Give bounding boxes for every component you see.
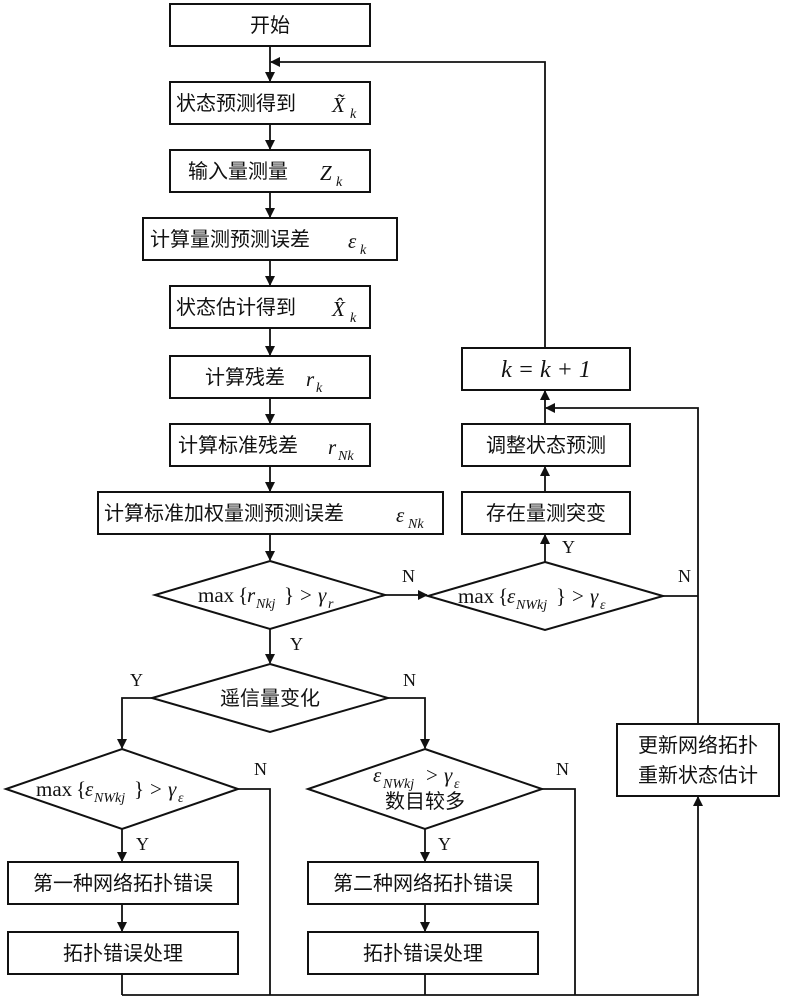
update-topology-box: 更新网络拓扑 重新状态估计 [616, 723, 780, 797]
svg-text:k = k + 1: k = k + 1 [501, 357, 591, 383]
svg-text:k: k [316, 381, 323, 396]
svg-text:计算标准残差: 计算标准残差 [178, 433, 298, 457]
start-box: 开始 [169, 3, 371, 47]
topo-handle2-box: 拓扑错误处理 [307, 931, 539, 975]
svg-text:γ: γ [318, 583, 327, 607]
label-yes-d5: Y [438, 834, 451, 854]
svg-text:max: max [198, 583, 235, 607]
svg-text:}: } [556, 584, 566, 608]
svg-text:ε: ε [454, 777, 460, 792]
svg-text:重新状态估计: 重新状态估计 [638, 763, 758, 787]
label-yes-d4: Y [136, 834, 149, 854]
svg-text:>: > [572, 584, 584, 608]
calc-pred-error-box: 计算量测预测误差 ε k [142, 217, 398, 261]
svg-text:k: k [350, 107, 357, 122]
decision-eps-count: ε NWkj > γ ε 数目较多 [304, 747, 546, 831]
state-estimate-box: 状态估计得到 X̂ k [169, 285, 371, 329]
svg-text:ε: ε [85, 777, 94, 801]
svg-text:X̂: X̂ [331, 297, 346, 321]
svg-text:{: { [76, 777, 86, 801]
label-no-d2: N [678, 566, 691, 586]
svg-text:r: r [328, 435, 337, 459]
svg-text:状态预测得到: 状态预测得到 [176, 91, 296, 115]
svg-text:Nk: Nk [407, 517, 424, 532]
adjust-predict-box: 调整状态预测 [461, 423, 631, 467]
svg-text:开始: 开始 [250, 13, 290, 37]
svg-text:ε: ε [373, 763, 382, 787]
svg-text:NWkj: NWkj [515, 598, 547, 613]
branch-labels: Y N Y N Y N N Y N Y [130, 537, 691, 854]
svg-text:ε: ε [396, 503, 405, 527]
svg-text:存在量测突变: 存在量测突变 [486, 501, 606, 525]
svg-text:>: > [150, 777, 162, 801]
decision-max-eps-left: max { ε NWkj } > γ ε [2, 747, 242, 831]
decision-remote-signal: 遥信量变化 [148, 662, 392, 734]
svg-text:}: } [284, 583, 294, 607]
svg-text:γ: γ [444, 763, 453, 787]
svg-text:NWkj: NWkj [382, 777, 414, 792]
label-yes-d2: Y [562, 537, 575, 557]
svg-text:k: k [336, 175, 343, 190]
svg-text:NWkj: NWkj [93, 791, 125, 806]
svg-text:输入量测量: 输入量测量 [188, 159, 288, 183]
svg-text:>: > [426, 763, 438, 787]
svg-text:{: { [238, 583, 248, 607]
calc-norm-residual-box: 计算标准残差 r Nk [169, 423, 371, 467]
label-no-d1: N [402, 566, 415, 586]
error-type1-box: 第一种网络拓扑错误 [7, 861, 239, 905]
svg-text:max: max [458, 584, 495, 608]
svg-text:Nkj: Nkj [255, 597, 276, 612]
meas-mutation-box: 存在量测突变 [461, 491, 631, 535]
svg-text:拓扑错误处理: 拓扑错误处理 [363, 941, 483, 965]
input-measure-box: 输入量测量 Z k [169, 149, 371, 193]
label-no-d3: N [403, 670, 416, 690]
svg-text:max: max [36, 777, 73, 801]
decision-max-r: max { r Nkj } > γ r [151, 559, 389, 631]
svg-text:X̃: X̃ [331, 93, 346, 117]
svg-text:状态估计得到: 状态估计得到 [176, 295, 296, 319]
label-no-d4: N [254, 759, 267, 779]
svg-text:Nk: Nk [337, 449, 354, 464]
label-yes-d1: Y [290, 634, 303, 654]
svg-text:r: r [247, 583, 256, 607]
svg-text:}: } [134, 777, 144, 801]
label-no-d5: N [556, 759, 569, 779]
calc-residual-box: 计算残差 r k [169, 355, 371, 399]
svg-text:Z: Z [320, 161, 332, 185]
svg-text:ε: ε [348, 229, 357, 253]
svg-text:>: > [300, 583, 312, 607]
svg-text:ε: ε [178, 791, 184, 806]
svg-text:遥信量变化: 遥信量变化 [220, 686, 320, 710]
calc-norm-weighted-box: 计算标准加权量测预测误差 ε Nk [97, 491, 444, 535]
svg-text:计算残差: 计算残差 [205, 365, 285, 389]
svg-text:拓扑错误处理: 拓扑错误处理 [63, 941, 183, 965]
error-type2-box: 第二种网络拓扑错误 [307, 861, 539, 905]
connectors [117, 46, 703, 996]
svg-text:ε: ε [507, 584, 516, 608]
label-yes-d3: Y [130, 670, 143, 690]
decision-max-eps-right: max { ε NWkj } > γ ε [424, 560, 667, 632]
svg-text:r: r [328, 597, 334, 612]
svg-text:r: r [306, 367, 315, 391]
svg-text:γ: γ [590, 584, 599, 608]
state-predict-box: 状态预测得到 X̃ k [169, 81, 371, 125]
k-update-box: k = k + 1 [461, 347, 631, 391]
svg-text:γ: γ [168, 777, 177, 801]
svg-text:第一种网络拓扑错误: 第一种网络拓扑错误 [33, 871, 213, 895]
svg-text:数目较多: 数目较多 [385, 789, 465, 813]
svg-text:调整状态预测: 调整状态预测 [486, 433, 606, 457]
svg-text:更新网络拓扑: 更新网络拓扑 [638, 733, 758, 757]
svg-text:k: k [360, 243, 367, 258]
svg-text:第二种网络拓扑错误: 第二种网络拓扑错误 [333, 871, 513, 895]
topo-handle1-box: 拓扑错误处理 [7, 931, 239, 975]
svg-text:计算量测预测误差: 计算量测预测误差 [150, 227, 310, 251]
svg-text:k: k [350, 311, 357, 326]
svg-text:{: { [498, 584, 508, 608]
svg-text:计算标准加权量测预测误差: 计算标准加权量测预测误差 [104, 501, 344, 525]
svg-text:ε: ε [600, 598, 606, 613]
